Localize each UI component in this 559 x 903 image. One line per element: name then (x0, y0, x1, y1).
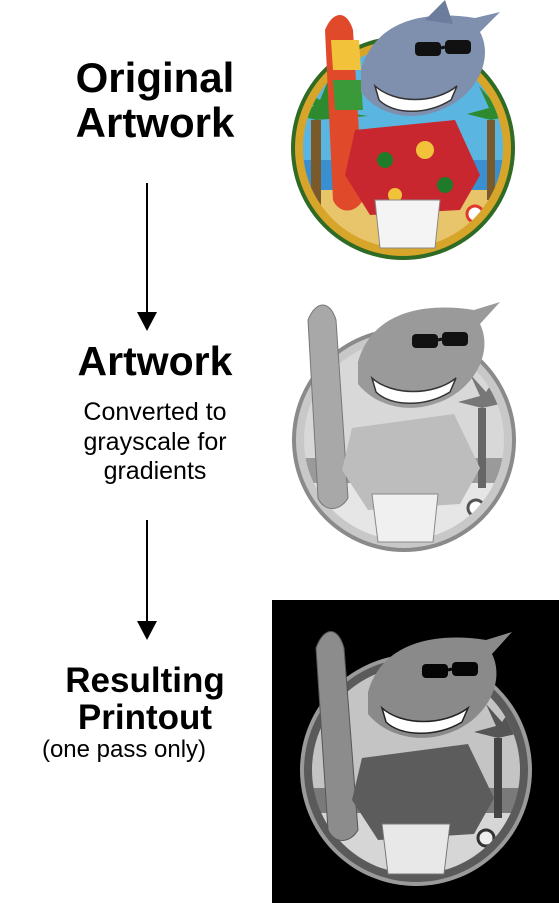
resulting-printout-image (272, 598, 559, 903)
step-3-title: Resulting Printout (20, 662, 270, 737)
step-3-subtitle: (one pass only) (0, 736, 248, 764)
step-2-subtitle: Converted to grayscale for gradients (40, 398, 270, 487)
arrow-down-1 (146, 183, 148, 329)
grayscale-artwork-image (268, 288, 536, 558)
original-artwork-image (275, 0, 535, 262)
step-1-title: Original Artwork (40, 56, 270, 146)
step-2-title: Artwork (40, 340, 270, 384)
arrow-down-2 (146, 520, 148, 638)
